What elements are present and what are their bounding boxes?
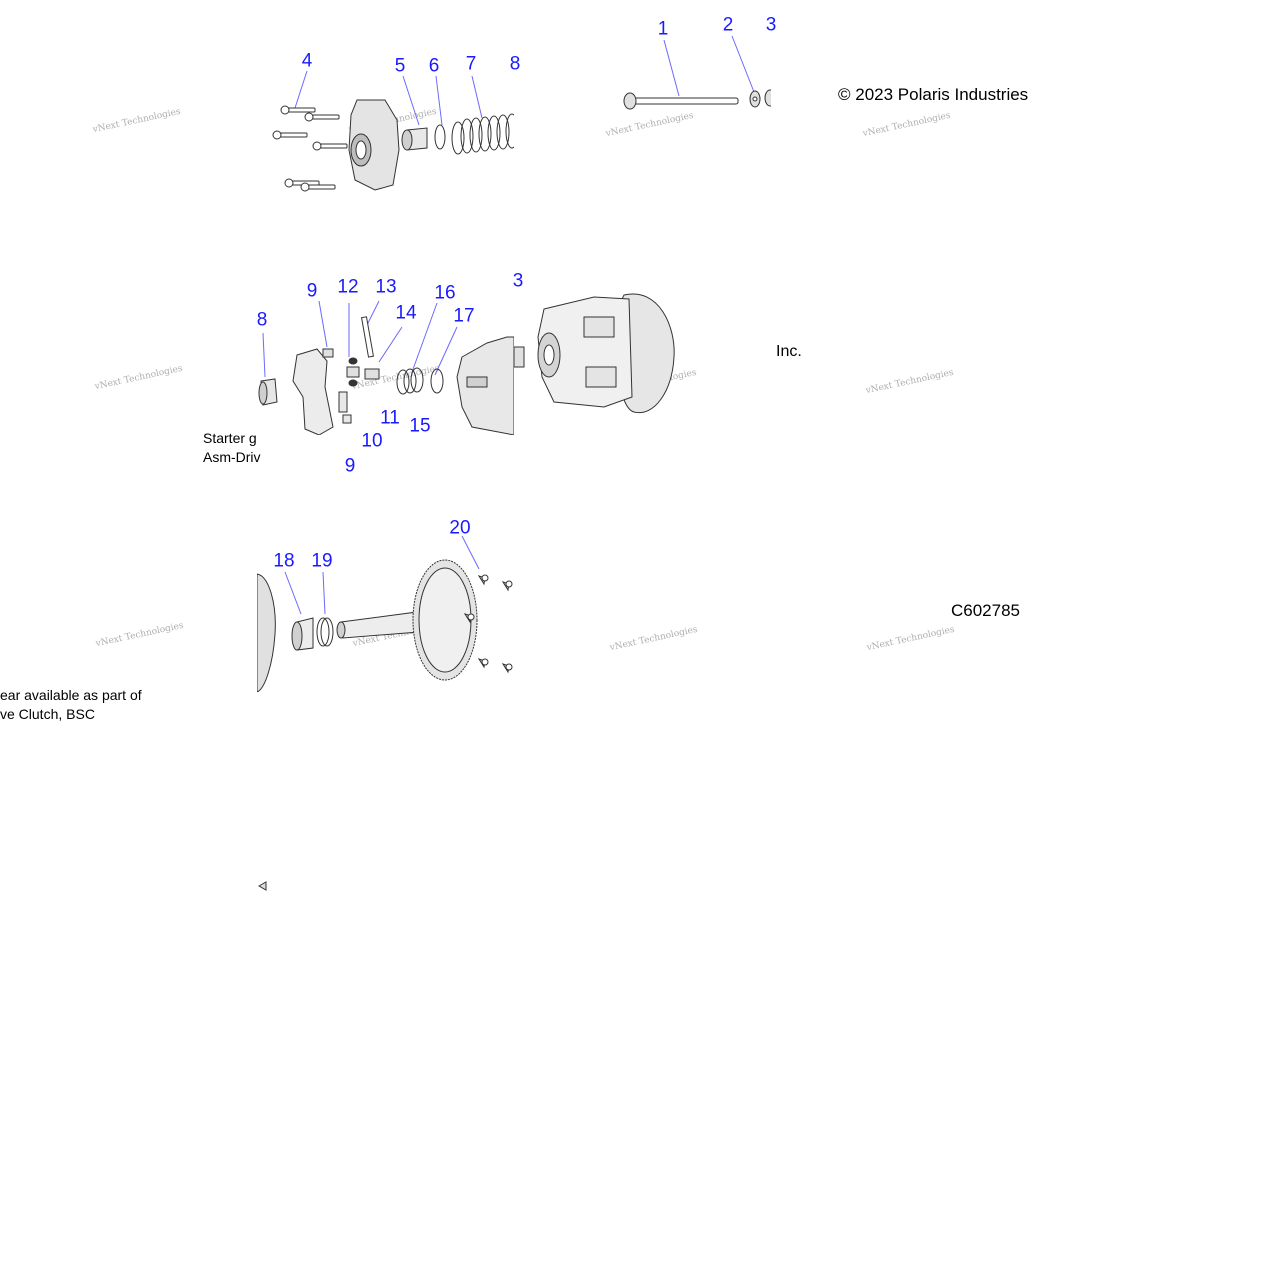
note-bottom-line-2: ve Clutch, BSC bbox=[0, 706, 95, 722]
copyright-text: © 2023 Polaris Industries bbox=[838, 85, 1029, 104]
callout-1: 1 bbox=[657, 18, 669, 40]
callout-5: 5 bbox=[394, 55, 406, 77]
diagram-panel-middle-clutch bbox=[514, 257, 771, 435]
inc-text: Inc. bbox=[776, 343, 802, 360]
callout-4: 4 bbox=[301, 50, 313, 72]
callout-8: 8 bbox=[509, 53, 521, 75]
ring-gear-illustration bbox=[257, 535, 513, 692]
callout-3: 3 bbox=[765, 14, 777, 36]
callout-9: 9 bbox=[306, 280, 318, 302]
watermark: vNext Technologies bbox=[864, 367, 955, 397]
callout-19: 19 bbox=[311, 550, 333, 572]
callout-12: 12 bbox=[337, 276, 359, 298]
figure-code: C602785 bbox=[951, 601, 1021, 620]
note-top-line-2: Asm-Driv bbox=[203, 449, 261, 465]
callout-20: 20 bbox=[449, 517, 471, 539]
note-bottom-line-1: ear available as part of bbox=[0, 687, 142, 703]
callout-15: 15 bbox=[409, 415, 431, 437]
hub-parts-illustration bbox=[272, 70, 514, 192]
clutch-assembly-illustration bbox=[514, 293, 675, 414]
note-top-line-1: Starter g bbox=[203, 430, 257, 446]
callout-3: 3 bbox=[512, 270, 524, 292]
callout-13: 13 bbox=[375, 276, 397, 298]
callout-17: 17 bbox=[453, 305, 475, 327]
watermark: vNext Technologies bbox=[93, 363, 184, 393]
callout-9: 9 bbox=[344, 455, 356, 477]
diagram-panel-bottom-gear bbox=[257, 514, 514, 692]
callout-11: 11 bbox=[380, 407, 400, 429]
watermark: vNext Technologies bbox=[865, 624, 956, 654]
callout-10: 10 bbox=[361, 430, 383, 452]
watermark: vNext Technologies bbox=[91, 106, 182, 136]
callout-2: 2 bbox=[722, 14, 734, 36]
callout-6: 6 bbox=[428, 55, 440, 77]
callout-7: 7 bbox=[465, 53, 477, 75]
callout-8: 8 bbox=[256, 309, 268, 331]
watermark: vNext Technologies bbox=[861, 110, 952, 140]
watermark: vNext Technologies bbox=[608, 624, 699, 654]
diagram-panel-top-bolt bbox=[514, 0, 771, 257]
bolt-illustration bbox=[623, 35, 771, 110]
callout-16: 16 bbox=[434, 282, 456, 304]
watermark: vNext Technologies bbox=[94, 620, 185, 650]
callout-18: 18 bbox=[273, 550, 295, 572]
diagram-panel-middle-spider bbox=[257, 257, 514, 435]
callout-14: 14 bbox=[395, 302, 417, 324]
small-screw-icon bbox=[257, 881, 267, 891]
spider-parts-illustration bbox=[258, 300, 514, 435]
diagram-panel-top-hub bbox=[257, 0, 514, 257]
